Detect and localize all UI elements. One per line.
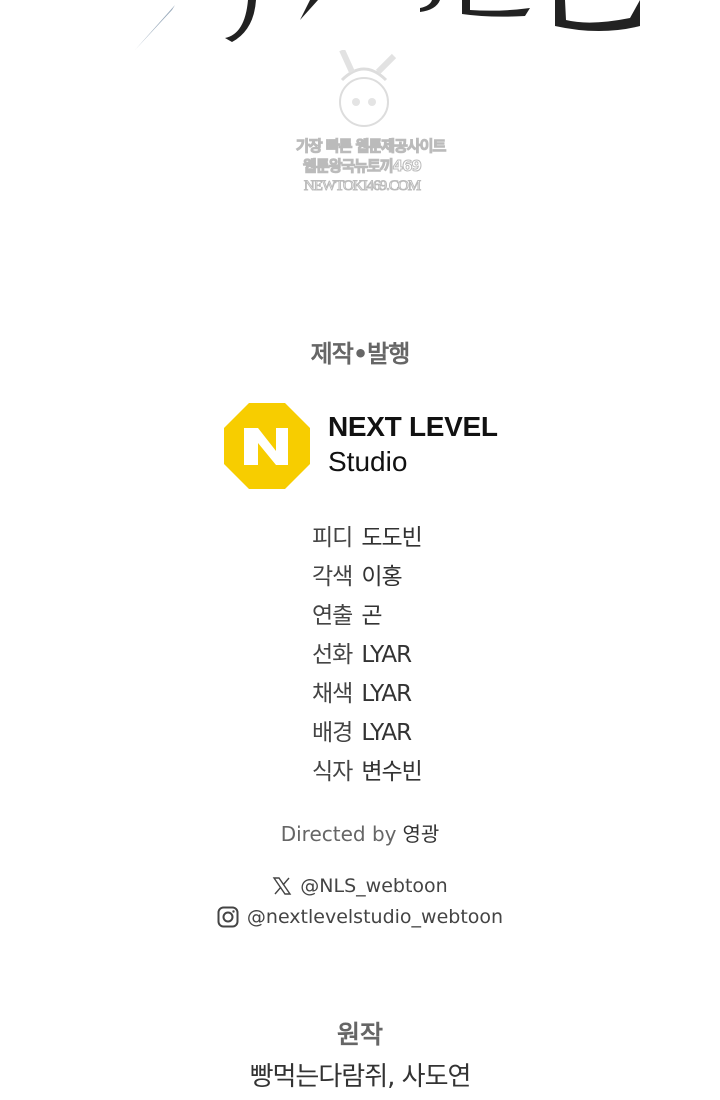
watermark-line: 웹툰왕국뉴토끼469 xyxy=(303,157,423,176)
x-logo-icon xyxy=(272,877,292,895)
credit-name: LYAR xyxy=(361,720,412,746)
credit-role: 각색 xyxy=(312,564,353,590)
credit-role: 선화 xyxy=(312,642,353,668)
credit-role: 배경 xyxy=(312,720,353,746)
credit-row: 각색 이홍 xyxy=(312,561,422,600)
credit-name: 곤 xyxy=(361,603,382,629)
watermark-mascot-icon xyxy=(339,48,397,127)
original-authors: 빵먹는다람쥐, 사도연 xyxy=(249,1062,472,1092)
credit-role: 채색 xyxy=(312,681,353,707)
original-heading: 원작 xyxy=(336,1020,383,1049)
credit-row: 연출 곤 xyxy=(312,600,422,639)
credit-name: LYAR xyxy=(361,681,412,707)
credit-role: 피디 xyxy=(312,525,353,551)
directed-by-label: Directed by xyxy=(280,822,397,846)
social-x: @NLS_webtoon xyxy=(0,875,720,897)
credit-role: 식자 xyxy=(312,759,353,785)
instagram-logo-icon xyxy=(217,906,239,928)
title-artwork xyxy=(135,0,640,50)
watermark-line: NEWTOKI469.COM xyxy=(303,178,421,195)
logo-text-next-level: NEXT LEVEL xyxy=(328,411,498,442)
credit-name: 이홍 xyxy=(361,564,402,590)
credit-row: 채색 LYAR xyxy=(312,678,422,717)
watermark: 가장 빠른 웹툰제공사이트 웹툰왕국뉴토끼469 NEWTOKI469.COM xyxy=(296,48,447,195)
credit-row: 피디 도도빈 xyxy=(312,522,423,561)
logo-text-studio: Studio xyxy=(328,446,408,477)
publisher-heading: 제작•발행 xyxy=(310,340,411,368)
credit-row: 식자 변수빈 xyxy=(312,756,423,795)
social-instagram: @nextlevelstudio_webtoon xyxy=(0,906,720,928)
instagram-handle: @nextlevelstudio_webtoon xyxy=(246,906,504,928)
next-level-studio-logo-icon xyxy=(224,403,310,489)
credit-role: 연출 xyxy=(312,603,353,629)
credit-name: 변수빈 xyxy=(361,759,422,785)
credit-row: 배경 LYAR xyxy=(312,717,422,756)
director-name: 영광 xyxy=(402,822,440,846)
credits-list: 피디 도도빈 각색 이홍 연출 곤 선화 LYAR 채색 LYAR 배경 LYAR 식자 변수… xyxy=(312,522,423,795)
credit-name: 도도빈 xyxy=(361,525,422,551)
credit-name: LYAR xyxy=(361,642,412,668)
credit-row: 선화 LYAR xyxy=(312,639,422,678)
x-handle: @NLS_webtoon xyxy=(300,875,448,897)
watermark-line: 가장 빠른 웹툰제공사이트 xyxy=(296,137,447,156)
